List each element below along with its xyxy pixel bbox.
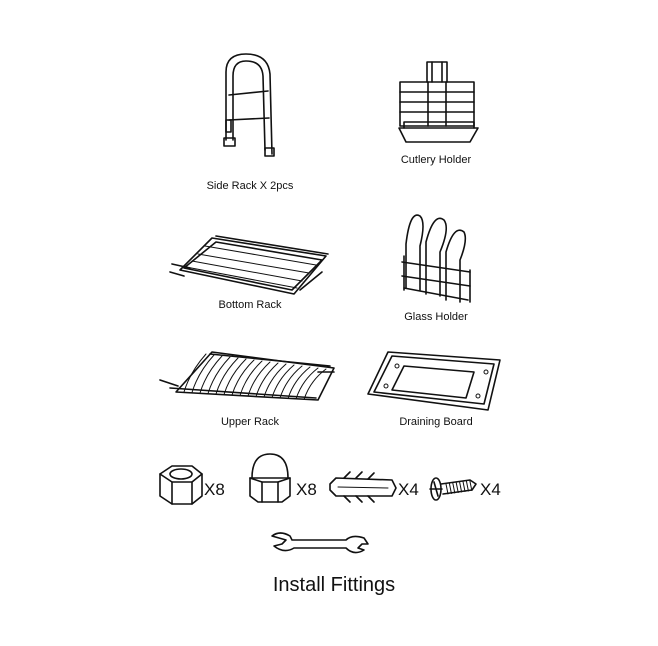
nut-quantity: X8 (204, 480, 225, 499)
upper-rack-drawing (159, 351, 335, 401)
cap-nut-icon (249, 453, 291, 503)
glass-holder-drawing (401, 214, 471, 303)
cutlery-holder-drawing (398, 61, 479, 143)
screw-quantity: X4 (480, 480, 501, 499)
bottom-rack-label: Bottom Rack (218, 299, 282, 311)
wall-anchor-icon (329, 471, 397, 503)
anchor-quantity: X4 (398, 480, 419, 499)
cutlery-holder-label: Cutlery Holder (400, 154, 472, 166)
draining-board-label: Draining Board (399, 416, 473, 428)
wrench-icon (271, 532, 369, 554)
side-rack-label: Side Rack X 2pcs (206, 180, 294, 192)
hex-nut-icon (159, 465, 203, 505)
glass-holder-label: Glass Holder (404, 311, 468, 323)
cap-nut-quantity: X8 (296, 480, 317, 499)
install-fittings-title: Install Fittings (272, 574, 396, 596)
screw-icon (429, 477, 477, 501)
bottom-rack-drawing (169, 235, 329, 295)
draining-board-drawing (367, 351, 501, 411)
side-rack-drawing (223, 53, 275, 157)
upper-rack-label: Upper Rack (220, 416, 280, 428)
